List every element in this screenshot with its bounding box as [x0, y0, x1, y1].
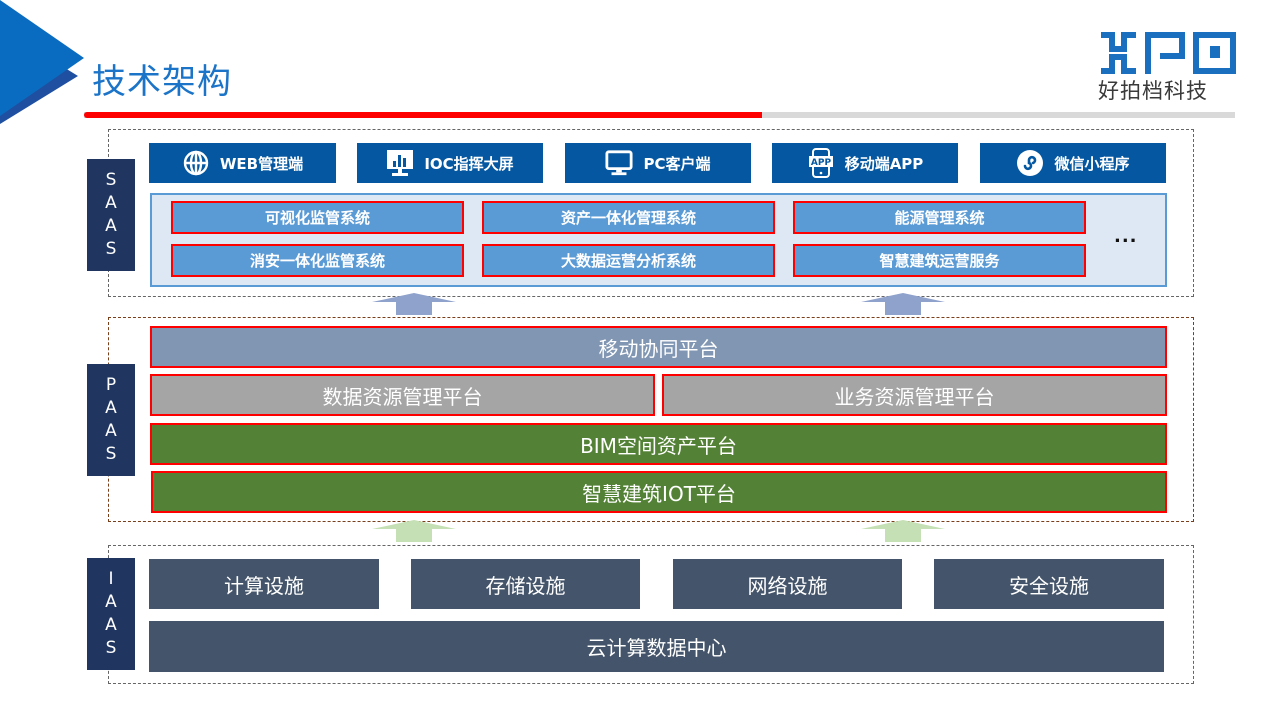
- iaas-layer-label: I A A S: [87, 558, 135, 670]
- up-arrow-icon: [372, 520, 456, 546]
- paas-label-char: P: [105, 375, 117, 395]
- client-web[interactable]: WEB管理端: [149, 143, 336, 183]
- client-label: 移动端APP: [844, 154, 924, 173]
- cloud-datacenter[interactable]: 云计算数据中心: [149, 621, 1164, 672]
- saas-label-char: S: [105, 170, 117, 190]
- system-big-data-analytics[interactable]: 大数据运营分析系统: [482, 244, 775, 277]
- dashboard-screen-icon: [386, 149, 414, 177]
- security-facility[interactable]: 安全设施: [934, 559, 1164, 609]
- company-logo: [1098, 30, 1238, 78]
- client-mini-program[interactable]: 微信小程序: [980, 143, 1166, 183]
- system-asset-management[interactable]: 资产一体化管理系统: [482, 201, 775, 234]
- business-resource-platform[interactable]: 业务资源管理平台: [662, 374, 1167, 416]
- more-systems-ellipsis: ...: [1114, 226, 1138, 247]
- paas-label-char: S: [105, 444, 117, 464]
- system-energy-management[interactable]: 能源管理系统: [793, 201, 1086, 234]
- client-mobile-app[interactable]: APP 移动端APP: [772, 143, 958, 183]
- corner-triangle-decoration: [0, 0, 90, 140]
- system-smart-building-ops[interactable]: 智慧建筑运营服务: [793, 244, 1086, 277]
- saas-label-char: S: [105, 239, 117, 259]
- saas-layer-label: S A A S: [87, 159, 135, 271]
- paas-layer-label: P A A S: [87, 364, 135, 476]
- company-name: 好拍档科技: [1098, 79, 1208, 103]
- iaas-label-char: A: [105, 592, 117, 612]
- compute-facility[interactable]: 计算设施: [149, 559, 379, 609]
- svg-text:APP: APP: [811, 158, 832, 168]
- paas-label-char: A: [105, 398, 117, 418]
- data-resource-platform[interactable]: 数据资源管理平台: [150, 374, 655, 416]
- title-underline-accent: [84, 112, 762, 118]
- network-facility[interactable]: 网络设施: [673, 559, 902, 609]
- up-arrow-icon: [861, 293, 945, 319]
- client-ioc[interactable]: IOC指挥大屏: [357, 143, 543, 183]
- iaas-label-char: I: [108, 569, 114, 589]
- page-title: 技术架构: [92, 62, 232, 102]
- monitor-icon: [605, 149, 634, 177]
- mini-program-icon: [1016, 149, 1044, 177]
- client-label: WEB管理端: [219, 154, 304, 173]
- smart-building-iot-platform[interactable]: 智慧建筑IOT平台: [151, 471, 1167, 513]
- storage-facility[interactable]: 存储设施: [411, 559, 640, 609]
- up-arrow-icon: [372, 293, 456, 319]
- saas-label-char: A: [105, 193, 117, 213]
- paas-label-char: A: [105, 421, 117, 441]
- system-fire-security[interactable]: 消安一体化监管系统: [171, 244, 464, 277]
- client-label: PC客户端: [643, 154, 711, 173]
- iaas-label-char: A: [105, 615, 117, 635]
- client-label: 微信小程序: [1054, 154, 1130, 173]
- system-visual-supervision[interactable]: 可视化监管系统: [171, 201, 464, 234]
- saas-label-char: A: [105, 216, 117, 236]
- mobile-collaboration-platform[interactable]: 移动协同平台: [150, 326, 1167, 368]
- globe-icon: [182, 149, 210, 177]
- bim-space-asset-platform[interactable]: BIM空间资产平台: [150, 423, 1167, 465]
- up-arrow-icon: [861, 520, 945, 546]
- iaas-label-char: S: [105, 638, 117, 658]
- client-label: IOC指挥大屏: [424, 154, 514, 173]
- xpd-logo-icon: [1101, 32, 1236, 74]
- client-pc[interactable]: PC客户端: [565, 143, 751, 183]
- mobile-app-icon: APP: [807, 148, 835, 178]
